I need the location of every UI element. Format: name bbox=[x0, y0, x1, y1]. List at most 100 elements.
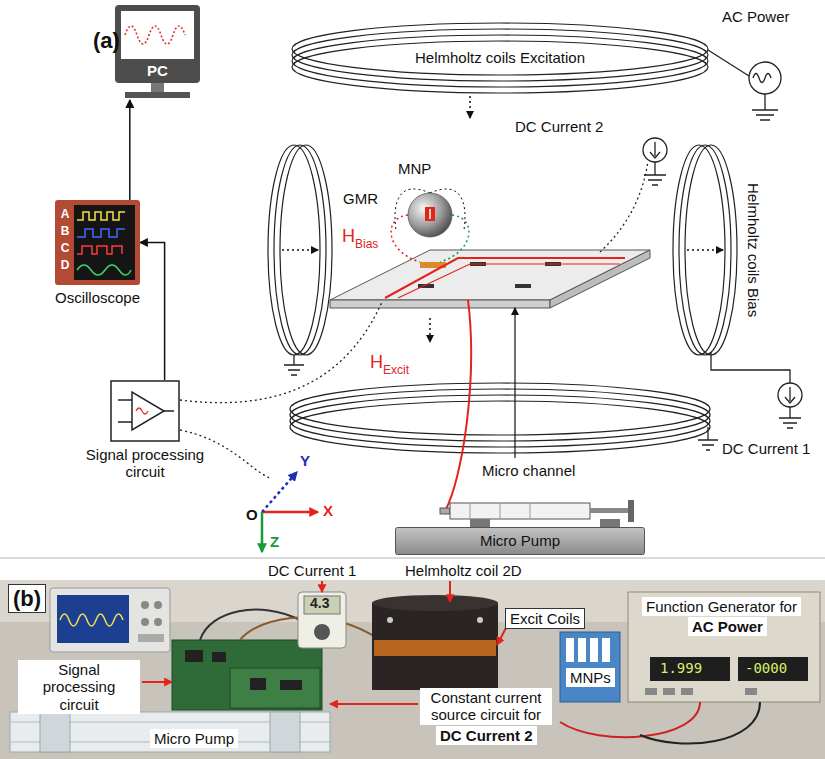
panel-label: (a) bbox=[93, 28, 120, 53]
lab-photo bbox=[185, 650, 203, 662]
signal-arrow bbox=[129, 100, 131, 200]
micro-pump-syringe bbox=[500, 503, 501, 519]
wiring bbox=[753, 74, 771, 83]
lab-photo bbox=[628, 592, 820, 702]
channel-label: Micro channel bbox=[482, 462, 575, 479]
axes bbox=[262, 472, 318, 552]
photo-leader bbox=[449, 581, 451, 602]
display-reading: -0000 bbox=[745, 660, 787, 676]
lab-photo bbox=[387, 617, 393, 623]
wiring bbox=[698, 427, 718, 450]
field-symbol: H bbox=[370, 352, 383, 373]
axis-label-text: X bbox=[323, 502, 333, 519]
display-reading-text: -0000 bbox=[745, 660, 787, 676]
lab-photo bbox=[560, 632, 620, 702]
amplifier-box-shape bbox=[110, 380, 180, 442]
field-arrow bbox=[687, 249, 723, 251]
axis-label-text: Z bbox=[270, 533, 279, 550]
field-symbol-text: H bbox=[370, 352, 383, 372]
computer-monitor-part bbox=[151, 83, 164, 92]
panel-label: (b) bbox=[8, 584, 46, 613]
micro-pump-syringe bbox=[440, 300, 634, 527]
wiring bbox=[749, 62, 781, 94]
amplifier-box-part bbox=[136, 408, 148, 414]
excitation-coil: Helmholtz coils Excitation bbox=[290, 22, 710, 94]
channel-letter: C bbox=[61, 241, 70, 255]
lab-photo bbox=[602, 638, 610, 662]
axis-origin: O bbox=[246, 506, 258, 523]
excitation-coil-lower bbox=[290, 389, 710, 441]
photo-callout: Constant current source circuit for bbox=[420, 688, 552, 725]
amplifier-box-part bbox=[111, 381, 179, 441]
photo-callout: AC Power bbox=[688, 617, 767, 636]
computer-monitor-part bbox=[125, 26, 185, 44]
bias-coil-right bbox=[685, 145, 737, 355]
micro-pump-syringe bbox=[470, 519, 490, 527]
lab-photo bbox=[663, 688, 675, 695]
node-text-block: Helmholtz coils Excitation bbox=[290, 49, 710, 66]
source-label-text: AC Power bbox=[722, 8, 790, 25]
meter-reading-text: 4.3 bbox=[310, 595, 329, 611]
wiring bbox=[284, 355, 304, 375]
field-arrow bbox=[282, 249, 318, 251]
source-label: DC Current 2 bbox=[515, 118, 603, 135]
node-text-block: C bbox=[57, 242, 74, 256]
bias-coil-right bbox=[673, 145, 725, 355]
particle-label: MNP bbox=[398, 160, 431, 177]
lab-photo bbox=[154, 601, 162, 609]
lab-photo bbox=[681, 688, 693, 695]
axis-origin-text: O bbox=[246, 506, 258, 523]
axis-label: Z bbox=[270, 533, 279, 550]
wiring bbox=[711, 352, 790, 383]
source-label-text: DC Current 2 bbox=[515, 118, 603, 135]
amplifier-box-part bbox=[118, 400, 174, 422]
node-label: PC bbox=[147, 62, 168, 79]
field-subscript: Bias bbox=[355, 238, 378, 252]
panel-separator bbox=[0, 557, 825, 559]
sensor-chip bbox=[398, 264, 620, 298]
field-arrow bbox=[429, 318, 431, 342]
wiring bbox=[643, 138, 667, 162]
excitation-coil-lower bbox=[290, 395, 710, 447]
oscilloscope-box-part bbox=[77, 246, 122, 254]
node-text-block: A bbox=[57, 208, 74, 222]
micro-pump-syringe bbox=[600, 519, 620, 527]
lab-photo bbox=[10, 712, 330, 752]
lab-photo bbox=[230, 668, 320, 708]
excitation-coil-part bbox=[292, 41, 708, 93]
coil-label: Helmholtz coils Bias bbox=[745, 183, 762, 317]
photo-leader bbox=[321, 581, 323, 592]
photo-callout-text: MNPs bbox=[570, 669, 611, 686]
source-label: AC Power bbox=[722, 8, 790, 25]
lab-photo bbox=[200, 610, 300, 640]
lab-photo bbox=[0, 580, 825, 759]
lab-photo bbox=[141, 618, 149, 626]
micro-pump-syringe bbox=[445, 300, 471, 511]
wiring bbox=[785, 387, 795, 403]
sensor-chip bbox=[385, 258, 625, 298]
bias-coil-right bbox=[673, 145, 737, 355]
lab-photo bbox=[0, 580, 825, 759]
photo-callout-text: Function Generator for bbox=[646, 598, 797, 615]
photo-callout: DC Current 2 bbox=[436, 726, 537, 745]
panel-separator bbox=[0, 558, 825, 559]
pump-base-part bbox=[396, 528, 645, 555]
node-text-block: Signal processing circuit bbox=[80, 446, 210, 481]
lab-photo bbox=[40, 712, 70, 752]
photo-leader bbox=[142, 681, 172, 683]
node-label: Signal processing circuit bbox=[86, 446, 204, 480]
channel-letter: B bbox=[61, 224, 70, 238]
lab-photo bbox=[280, 680, 302, 690]
node-label: Micro Pump bbox=[480, 532, 560, 549]
photo-callout-text: DC Current 2 bbox=[440, 727, 533, 744]
computer-monitor-part bbox=[121, 11, 194, 59]
node-text-block: B bbox=[57, 225, 74, 239]
micro-channel-leader bbox=[515, 308, 516, 458]
field-subscript-text: Excit bbox=[383, 363, 409, 377]
excitation-coil-part bbox=[292, 35, 708, 87]
excitation-coil-lower bbox=[290, 383, 710, 453]
node-label: Helmholtz coils Excitation bbox=[415, 49, 585, 66]
excitation-coil-part bbox=[292, 23, 708, 93]
sensor-label: GMR bbox=[343, 190, 378, 207]
